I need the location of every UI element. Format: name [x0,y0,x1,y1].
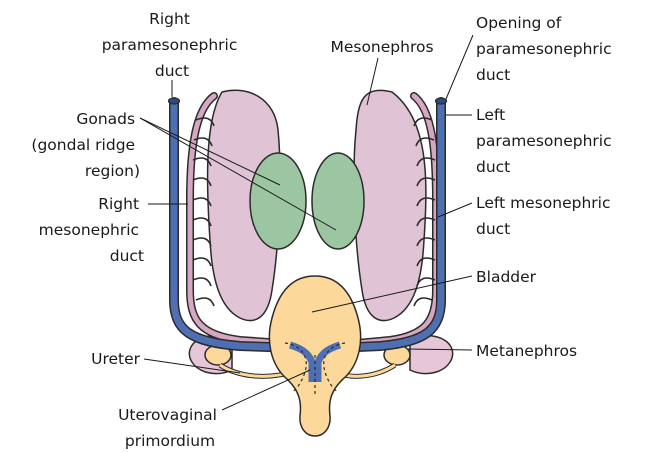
label-bladder: Bladder [476,268,537,286]
right-paramesonephric-opening [169,98,180,104]
label-right-mesonephric: Right mesonephric duct [39,195,144,265]
leader-opening [446,35,473,99]
label-opening-paramesonephric: Opening of paramesonephric duct [476,14,617,84]
label-mesonephros: Mesonephros [330,38,433,56]
right-gonad [250,153,306,249]
left-gonad [312,153,364,249]
label-left-mesonephric: Left mesonephric duct [476,194,615,238]
label-left-paramesonephric: Left paramesonephric duct [476,106,617,176]
label-right-paramesonephric: Right paramesonephric duct [102,10,243,80]
label-gonads: Gonads (gondal ridge region) [31,110,140,180]
label-ureter: Ureter [91,350,141,368]
left-paramesonephric-opening [436,98,447,104]
label-uterovaginal: Uterovaginal primordium [118,406,222,450]
label-metanephros: Metanephros [476,342,577,360]
